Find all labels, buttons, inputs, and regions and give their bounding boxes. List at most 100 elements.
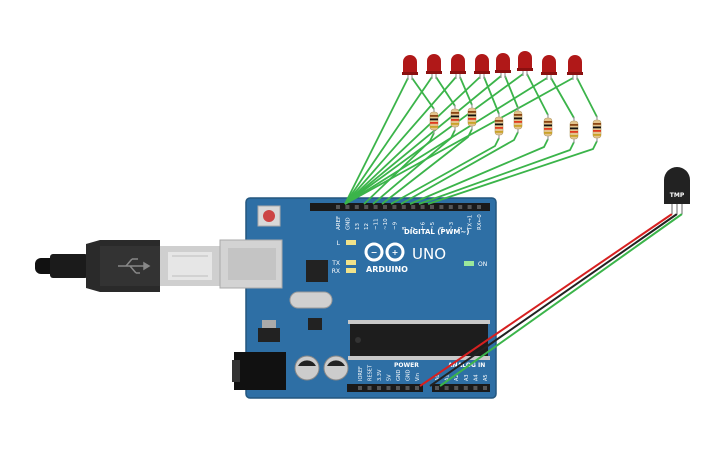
crystal-oscillator xyxy=(289,291,333,309)
sensor-signal-wire xyxy=(439,213,683,387)
power-pin-socket xyxy=(367,386,372,390)
analog-pin-label: A2 xyxy=(454,374,460,381)
power-pin-label: Vin xyxy=(415,373,421,381)
capacitor-1 xyxy=(294,355,320,381)
power-pin-label: 5V xyxy=(387,374,393,381)
usb-symbol-icon xyxy=(118,258,151,274)
digital-pin-socket xyxy=(420,205,425,209)
small-ic xyxy=(308,318,322,330)
resistor xyxy=(494,113,504,139)
sensor-power-wire xyxy=(419,213,673,387)
power-jack xyxy=(232,352,286,390)
usb-cable xyxy=(35,240,220,292)
resistor xyxy=(592,116,602,142)
digital-pin-socket xyxy=(345,205,350,209)
sensor-ground-wire xyxy=(429,213,678,387)
digital-pin-socket xyxy=(373,205,378,209)
power-pin-label: 3.3V xyxy=(377,369,383,381)
digital-pin-label: ~10 xyxy=(383,218,389,230)
analog-pin-socket xyxy=(463,386,468,390)
reset-button[interactable] xyxy=(257,205,281,227)
usb-chip xyxy=(306,260,328,282)
digital-pin-socket xyxy=(401,205,406,209)
svg-text:−: − xyxy=(371,248,378,257)
led-rx-indicator xyxy=(346,268,356,273)
digital-pin-label: 7 xyxy=(411,226,417,230)
model-label: UNO xyxy=(412,245,446,263)
digital-header-label: DIGITAL (PWM~) xyxy=(404,228,469,236)
digital-pin-label: 4 xyxy=(439,226,445,230)
voltage-regulator xyxy=(258,320,280,342)
label-tx: TX xyxy=(331,260,340,267)
resistor xyxy=(429,108,439,134)
led-3 xyxy=(450,54,466,79)
digital-pin-label: 2 xyxy=(458,227,464,231)
analog-pin-socket xyxy=(444,386,449,390)
power-pin-socket xyxy=(386,386,391,390)
digital-pin-socket xyxy=(430,205,434,209)
led-resistor-wire xyxy=(435,76,456,107)
digital-pin-socket xyxy=(354,205,359,209)
digital-pin-socket xyxy=(439,205,444,209)
led-resistor-wire xyxy=(526,73,549,116)
digital-pin-label: ~5 xyxy=(430,221,436,230)
led-resistor-wire xyxy=(576,77,598,118)
power-pin-socket xyxy=(415,386,419,390)
digital-pin-label: RX←0 xyxy=(477,214,483,230)
tmp36-sensor: TMP xyxy=(664,167,690,214)
led-2 xyxy=(426,54,442,79)
analog-pin-socket xyxy=(454,386,459,390)
digital-pin-label: ~11 xyxy=(374,218,380,230)
led-ground-wire xyxy=(344,77,409,205)
led-on-indicator xyxy=(464,261,474,266)
led-ground-wire xyxy=(344,76,433,205)
power-pin-label: RESET xyxy=(368,364,374,381)
analog-pin-socket xyxy=(435,386,439,390)
resistor xyxy=(569,117,579,143)
led-tx-indicator xyxy=(346,260,356,265)
led-7 xyxy=(541,55,557,80)
digital-pin-label: ~9 xyxy=(392,221,398,230)
digital-pin-socket xyxy=(477,205,481,209)
analog-pin-label: A5 xyxy=(483,374,489,381)
digital-pin-socket xyxy=(411,205,416,209)
power-pin-label: GND xyxy=(406,369,412,381)
atmega-chip xyxy=(348,320,490,360)
analog-pin-label: A0 xyxy=(435,374,441,381)
power-pin-label: IOREF xyxy=(358,366,364,381)
led-4 xyxy=(474,54,490,79)
led-resistor-wire xyxy=(483,76,500,115)
resistor xyxy=(450,105,460,131)
sensor-label: TMP xyxy=(670,192,685,199)
arduino-infinity-logo xyxy=(364,242,405,262)
resistor xyxy=(543,114,553,140)
label-on: ON xyxy=(478,261,487,268)
resistor-pin-wire xyxy=(390,137,500,205)
capacitor-2 xyxy=(323,355,349,381)
arduino-uno-board: L TX RX ON − + ARDUINO UNO DIGITAL (PWM~… xyxy=(219,197,497,399)
led-ground-wire xyxy=(344,77,548,205)
resistor-pin-wire xyxy=(427,140,598,205)
digital-pin-label: AREF xyxy=(336,216,342,230)
resistor xyxy=(467,104,477,130)
resistor-pin-wire xyxy=(418,141,575,205)
label-rx: RX xyxy=(332,268,340,275)
digital-header xyxy=(310,203,490,211)
digital-pin-label: GND xyxy=(345,217,351,230)
digital-pin-label: 12 xyxy=(364,223,370,230)
analog-pin-label: A3 xyxy=(464,374,470,381)
analog-pin-label: A1 xyxy=(445,374,451,381)
led-1 xyxy=(402,55,418,80)
label-l: L xyxy=(337,240,341,247)
led-ground-wire xyxy=(344,76,481,205)
digital-pin-label: 8 xyxy=(402,226,408,230)
analog-pin-label: A4 xyxy=(473,374,479,381)
brand-label: ARDUINO xyxy=(366,265,408,274)
led-ground-wire xyxy=(344,76,457,205)
analog-pin-socket xyxy=(473,386,478,390)
resistor-pin-wire xyxy=(409,138,549,205)
power-header xyxy=(347,384,423,392)
analog-header xyxy=(432,384,490,392)
led-ground-wire xyxy=(344,75,502,205)
led-resistor-wire xyxy=(411,77,435,110)
